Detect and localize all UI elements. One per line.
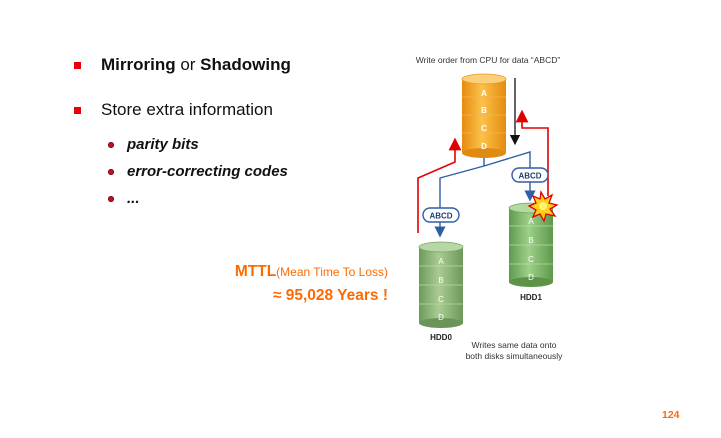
sub-bullet-dot-icon bbox=[108, 168, 114, 175]
shadowing-term: Shadowing bbox=[200, 55, 291, 74]
red-return-arrows bbox=[417, 109, 549, 233]
packet-label: ABCD bbox=[518, 172, 541, 181]
hdd1-letter-c: C bbox=[528, 255, 534, 264]
sub-bullet-text: parity bits bbox=[127, 136, 199, 153]
page-number: 124 bbox=[662, 409, 680, 421]
bullet-square-icon bbox=[74, 61, 81, 69]
mttl-definition: (Mean Time To Loss) bbox=[276, 265, 388, 279]
source-disk-stack: A B C D bbox=[461, 73, 507, 158]
hdd0-letter-c: C bbox=[438, 295, 444, 304]
bullet-extra-info: Store extra information bbox=[74, 100, 273, 120]
sub-bullet-parity: parity bits bbox=[108, 136, 199, 153]
or-word: or bbox=[175, 55, 201, 74]
failure-burst-icon bbox=[527, 190, 559, 223]
diagram-caption-bottom-2: both disks simultaneously bbox=[466, 351, 564, 361]
sub-bullet-text: ... bbox=[127, 190, 140, 207]
hdd0-letter-a: A bbox=[438, 257, 444, 266]
hdd1-letter-a: A bbox=[528, 217, 534, 226]
hdd0-letter-d: D bbox=[438, 313, 444, 322]
hdd1-letter-d: D bbox=[528, 273, 534, 282]
hdd1-letter-b: B bbox=[528, 236, 533, 245]
abcd-packet-right: ABCD bbox=[511, 167, 549, 183]
sub-bullet-ecc: error-correcting codes bbox=[108, 163, 288, 180]
bullet-square-icon bbox=[74, 106, 81, 114]
diagram-caption-bottom-1: Writes same data onto bbox=[472, 340, 557, 350]
src-letter-b: B bbox=[481, 106, 487, 115]
sub-bullet-ellipsis: ... bbox=[108, 190, 140, 207]
sub-bullet-text: error-correcting codes bbox=[127, 163, 288, 180]
bullet-text: Mirroring or Shadowing bbox=[101, 55, 291, 75]
mirroring-term: Mirroring bbox=[101, 55, 176, 74]
hdd0-label: HDD0 bbox=[430, 333, 452, 342]
src-letter-d: D bbox=[481, 142, 487, 151]
hdd0-letter-b: B bbox=[438, 276, 443, 285]
src-letter-a: A bbox=[481, 89, 487, 98]
src-letter-c: C bbox=[481, 124, 487, 133]
abcd-packet-left: ABCD bbox=[422, 207, 460, 223]
sub-bullet-dot-icon bbox=[108, 141, 114, 148]
hdd1-stack: A B C D HDD1 bbox=[508, 202, 554, 302]
bullet-text: Store extra information bbox=[101, 100, 273, 119]
bullet-mirroring: Mirroring or Shadowing bbox=[74, 55, 291, 75]
diagram-caption-top: Write order from CPU for data “ABCD” bbox=[416, 55, 561, 65]
mttl-label: MTTL(Mean Time To Loss) bbox=[235, 263, 388, 281]
hdd0-stack: A B C D HDD0 bbox=[418, 241, 464, 342]
mttl-term: MTTL bbox=[234, 263, 277, 280]
packet-label: ABCD bbox=[429, 212, 452, 221]
mttl-value: ≈ 95,028 Years ! bbox=[272, 287, 388, 304]
hdd1-label: HDD1 bbox=[520, 293, 542, 302]
sub-bullet-dot-icon bbox=[108, 195, 114, 202]
